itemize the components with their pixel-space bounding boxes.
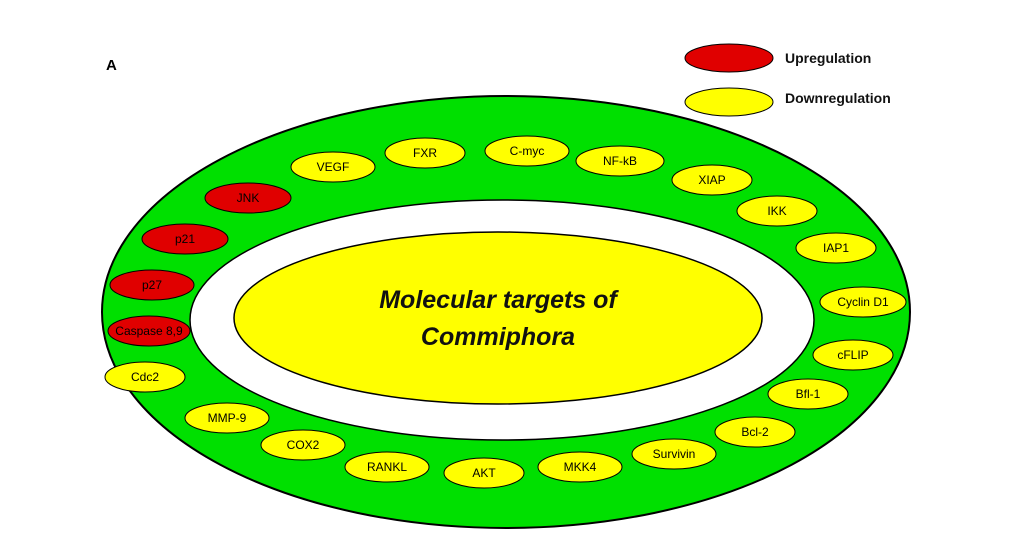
target-node-label: Survivin [653, 447, 696, 461]
target-node-survivin: Survivin [631, 438, 717, 470]
target-node-label: Bfl-1 [796, 387, 821, 401]
target-node-label: XIAP [698, 173, 725, 187]
target-node-shape [484, 135, 570, 167]
legend: Upregulation Downregulation [684, 43, 891, 117]
target-node-cflip: cFLIP [812, 339, 894, 371]
target-node-cyclin-d1: Cyclin D1 [819, 286, 907, 318]
target-node-label: COX2 [287, 438, 320, 452]
target-node-shape [384, 137, 466, 169]
target-node-shape [260, 429, 346, 461]
panel-label: A [106, 57, 117, 74]
target-node-shape [795, 232, 877, 264]
target-node-vegf: VEGF [290, 151, 376, 183]
target-node-shape [537, 451, 623, 483]
target-node-label: IAP1 [823, 241, 849, 255]
target-node-label: FXR [413, 146, 437, 160]
target-node-shape [204, 182, 292, 214]
target-node-label: NF-kB [603, 154, 637, 168]
legend-swatch-down [684, 87, 774, 117]
target-node-label: Bcl-2 [741, 425, 769, 439]
target-node-shape [184, 402, 270, 434]
target-node-shape [736, 195, 818, 227]
target-node-label: p21 [175, 232, 195, 246]
target-node-fxr: FXR [384, 137, 466, 169]
target-node-label: cFLIP [837, 348, 868, 362]
target-node-label: VEGF [317, 160, 350, 174]
target-node-mmp-9: MMP-9 [184, 402, 270, 434]
target-node-shape [812, 339, 894, 371]
target-node-bfl-1: Bfl-1 [767, 378, 849, 410]
center-title-line2: Commiphora [421, 323, 575, 351]
target-node-bcl-2: Bcl-2 [714, 416, 796, 448]
target-node-label: IKK [767, 204, 786, 218]
target-node-label: AKT [472, 466, 496, 480]
legend-swatch-up [684, 43, 774, 73]
target-node-label: MKK4 [564, 460, 597, 474]
target-node-shape [107, 315, 191, 347]
target-node-p27: p27 [109, 269, 195, 301]
target-node-label: p27 [142, 278, 162, 292]
target-node-shape [671, 164, 753, 196]
target-node-shape [631, 438, 717, 470]
target-node-label: JNK [237, 191, 260, 205]
target-node-shape [575, 145, 665, 177]
target-node-iap1: IAP1 [795, 232, 877, 264]
target-node-ikk: IKK [736, 195, 818, 227]
target-node-label: Cdc2 [131, 370, 159, 384]
target-node-shape [290, 151, 376, 183]
target-node-shape [344, 451, 430, 483]
target-node-label: RANKL [367, 460, 407, 474]
target-node-cdc2: Cdc2 [104, 361, 186, 393]
target-node-caspase-8-9: Caspase 8,9 [107, 315, 191, 347]
target-node-shape [109, 269, 195, 301]
target-node-xiap: XIAP [671, 164, 753, 196]
target-node-nf-kb: NF-kB [575, 145, 665, 177]
target-node-label: C-myc [510, 144, 545, 158]
center-title-line1: Molecular targets of [379, 286, 619, 314]
target-node-shape [767, 378, 849, 410]
target-node-shape [104, 361, 186, 393]
target-node-shape [443, 457, 525, 489]
target-node-label: Caspase 8,9 [115, 324, 183, 338]
target-node-c-myc: C-myc [484, 135, 570, 167]
target-node-shape [714, 416, 796, 448]
target-node-cox2: COX2 [260, 429, 346, 461]
target-node-label: Cyclin D1 [837, 295, 889, 309]
target-node-mkk4: MKK4 [537, 451, 623, 483]
legend-label-down: Downregulation [785, 90, 891, 106]
target-node-label: MMP-9 [208, 411, 247, 425]
target-node-akt: AKT [443, 457, 525, 489]
target-node-shape [819, 286, 907, 318]
center-ellipse [233, 231, 763, 405]
target-node-shape [141, 223, 229, 255]
target-node-rankl: RANKL [344, 451, 430, 483]
target-node-p21: p21 [141, 223, 229, 255]
target-node-jnk: JNK [204, 182, 292, 214]
legend-label-up: Upregulation [785, 50, 871, 66]
